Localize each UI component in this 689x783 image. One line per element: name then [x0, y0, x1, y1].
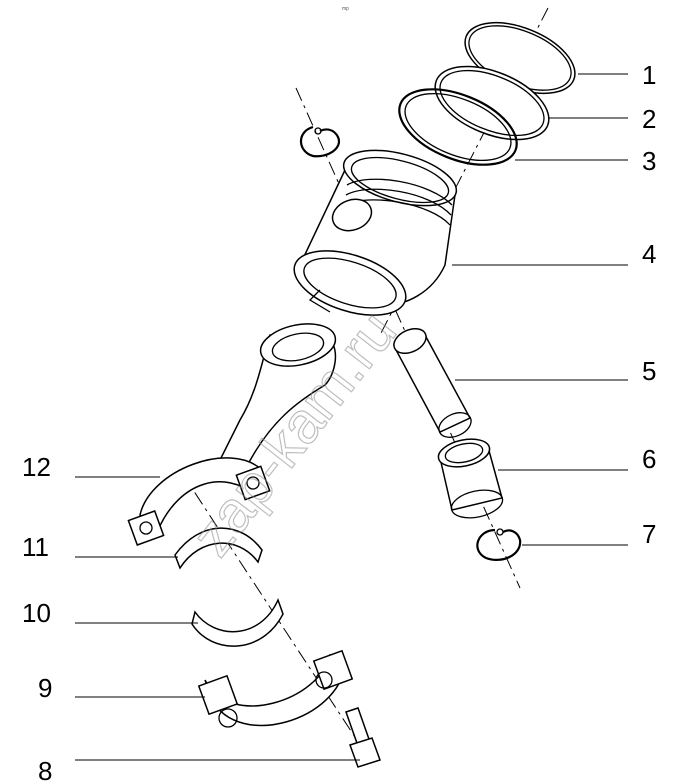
rod-bolt	[345, 707, 381, 768]
callout-10: 10	[22, 598, 51, 628]
callout-2: 2	[642, 104, 656, 134]
connecting-rod-cap	[197, 649, 354, 728]
callout-7: 7	[642, 519, 656, 549]
lower-bearing-shell	[191, 597, 284, 647]
piston	[293, 149, 458, 316]
callout-5: 5	[642, 356, 656, 386]
connecting-rod	[127, 323, 337, 546]
callout-8: 8	[38, 756, 52, 783]
callout-4: 4	[642, 239, 656, 269]
corner-mark: mp	[342, 6, 349, 12]
piston-pin	[393, 327, 472, 438]
callout-1: 1	[642, 60, 656, 90]
lower-circlip	[476, 528, 522, 561]
upper-bearing-shell	[174, 527, 263, 570]
pin-bushing	[437, 438, 504, 519]
callout-6: 6	[642, 444, 656, 474]
callout-12: 12	[22, 452, 51, 482]
callout-9: 9	[38, 673, 52, 703]
piston-ring-3	[398, 88, 518, 166]
piston-ring-2	[434, 65, 550, 141]
callout-3: 3	[642, 146, 656, 176]
upper-circlip	[299, 125, 341, 158]
callout-11: 11	[22, 532, 49, 562]
